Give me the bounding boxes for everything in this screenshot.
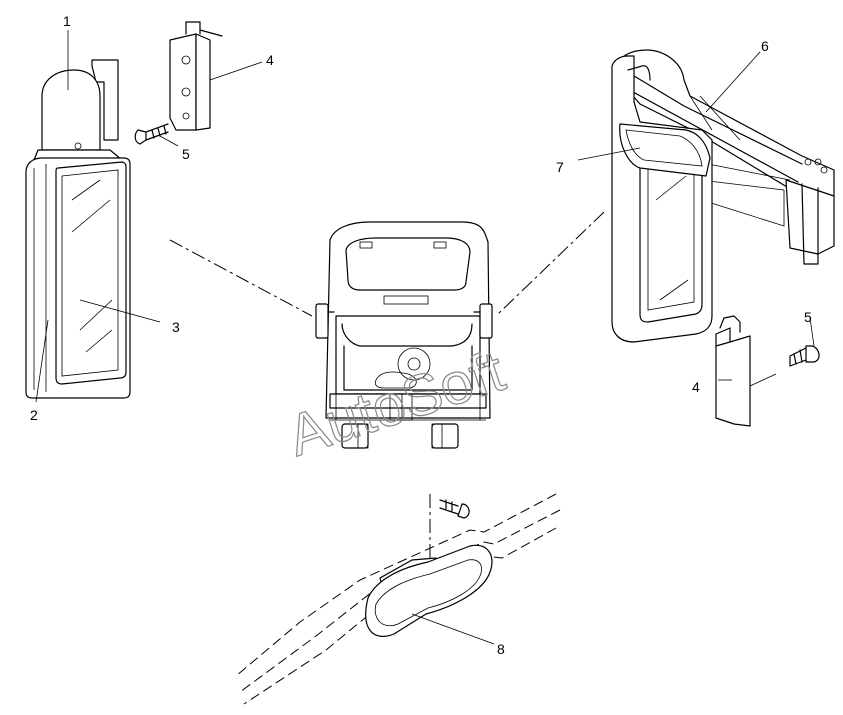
pillar-mirror-detail: [235, 493, 561, 705]
right-mirror-assembly: [577, 49, 835, 343]
callout-8: 8: [497, 641, 505, 657]
mirror-glass: [55, 161, 127, 385]
callout-4-top: 4: [266, 52, 274, 68]
alignment-line-right: [497, 211, 605, 315]
vehicle-rear-view: [315, 221, 493, 449]
vehicle-mirror-left: [315, 303, 329, 339]
callout-6: 6: [761, 38, 769, 54]
callout-5-top: 5: [182, 146, 190, 162]
alignment-line-left: [169, 239, 313, 317]
left-mirror-assembly: [25, 30, 161, 403]
callout-7: 7: [556, 159, 564, 175]
pillar-mirror: [365, 544, 493, 637]
rear-window: [345, 237, 471, 291]
callout-2: 2: [30, 407, 38, 423]
callout-1: 1: [63, 13, 71, 29]
screw-right: [805, 345, 820, 363]
mirror-bracket: [41, 69, 101, 151]
callout-4-right: 4: [692, 379, 700, 395]
vehicle-mirror-right: [479, 303, 493, 339]
clip-right: [715, 327, 751, 427]
clip-and-screw-right: [715, 315, 820, 427]
screw-pillar: [457, 503, 470, 519]
callout-3: 3: [172, 319, 180, 335]
callout-5-right: 5: [804, 309, 812, 325]
wheel-right: [431, 423, 459, 449]
wide-angle-mirror: [619, 123, 711, 177]
screw: [134, 129, 147, 145]
spare-wheel: [397, 347, 431, 381]
clip-and-screw-left: [134, 21, 263, 147]
badge: [383, 295, 429, 305]
